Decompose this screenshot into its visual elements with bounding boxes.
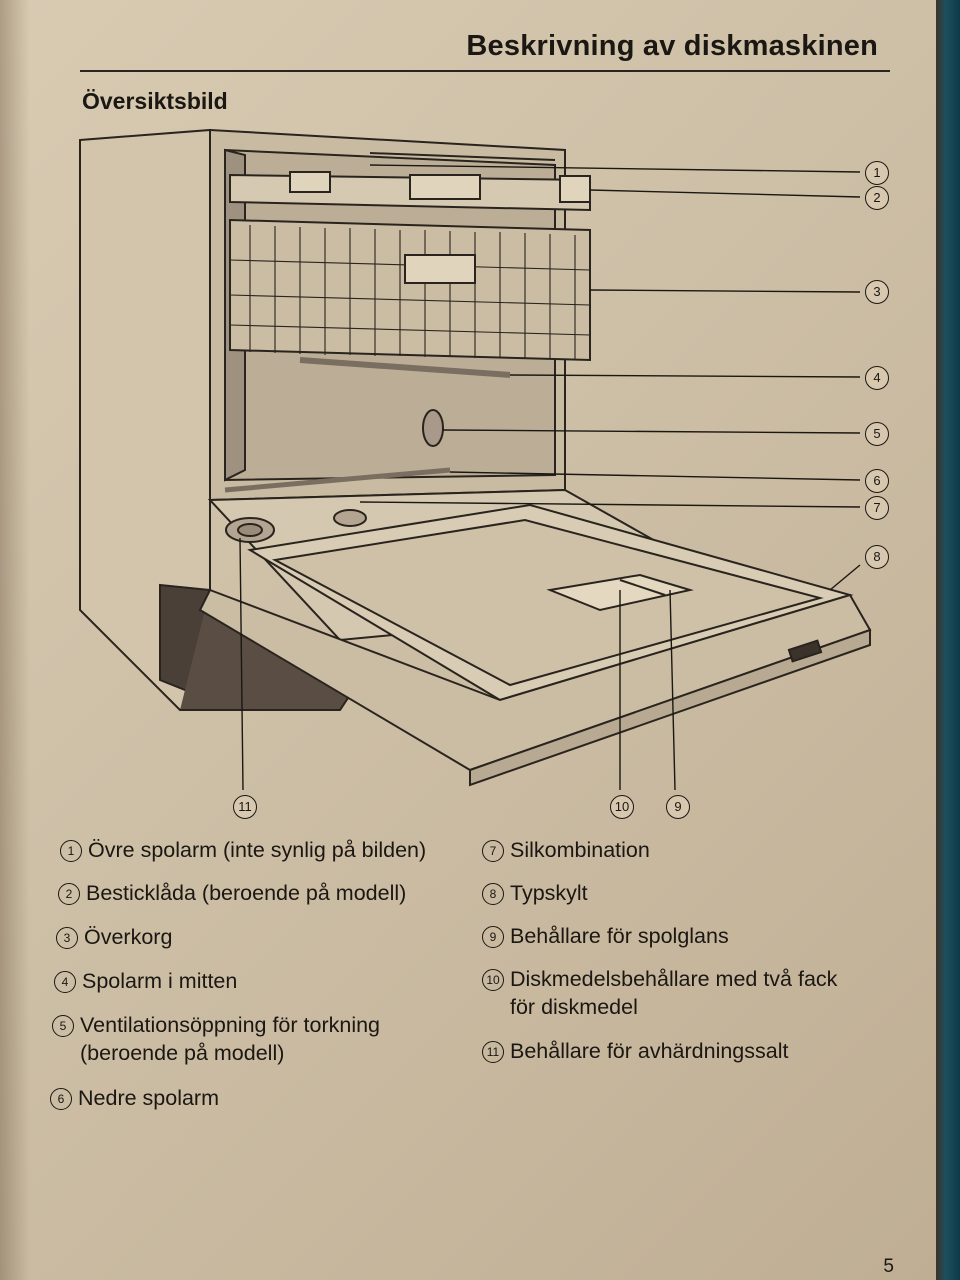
page-number: 5 xyxy=(883,1256,894,1277)
legend-number: 10 xyxy=(482,969,504,991)
legend-line-1: Ventilationsöppning för torkning xyxy=(80,1013,381,1037)
callout-2: 2 xyxy=(865,186,889,210)
legend-text: Behållare för spolglans xyxy=(510,924,729,948)
legend-text: Diskmedelsbehållare med två fack för disk… xyxy=(510,965,837,1021)
legend-item-1: 1 Övre spolarm (inte synlig på bilden) xyxy=(60,836,426,864)
legend-text: Silkombination xyxy=(510,838,650,862)
callout-7: 7 xyxy=(865,496,889,520)
callout-6: 6 xyxy=(865,469,889,493)
legend-text: Behållare för avhärdningssalt xyxy=(510,1039,789,1063)
legend-number: 5 xyxy=(52,1015,74,1037)
legend-item-4: 4 Spolarm i mitten xyxy=(54,967,237,995)
page-header-title: Beskrivning av diskmaskinen xyxy=(466,30,878,62)
callout-1: 1 xyxy=(865,161,889,185)
page-fold-shadow xyxy=(0,0,30,1280)
legend-text: Ventilationsöppning för torkning (beroend… xyxy=(80,1011,380,1067)
legend-line-2: för diskmedel xyxy=(510,995,638,1019)
legend-item-6: 6 Nedre spolarm xyxy=(50,1084,219,1112)
legend-number: 7 xyxy=(482,840,504,862)
legend-text: Nedre spolarm xyxy=(78,1086,219,1110)
header-divider xyxy=(80,70,890,72)
legend-number: 4 xyxy=(54,971,76,993)
section-title: Översiktsbild xyxy=(82,88,228,114)
legend-item-2: 2 Besticklåda (beroende på modell) xyxy=(58,879,406,907)
callout-4: 4 xyxy=(865,366,889,390)
legend-number: 6 xyxy=(50,1088,72,1110)
legend-number: 1 xyxy=(60,840,82,862)
legend-item-5: 5 Ventilationsöppning för torkning (beroen… xyxy=(52,1011,380,1067)
dishwasher-illustration xyxy=(79,128,872,791)
legend-number: 11 xyxy=(482,1041,504,1063)
legend-text: Besticklåda (beroende på modell) xyxy=(86,881,407,905)
callout-3: 3 xyxy=(865,280,889,304)
legend-text: Spolarm i mitten xyxy=(82,969,238,993)
legend-number: 8 xyxy=(482,883,504,905)
legend-text: Övre spolarm (inte synlig på bilden) xyxy=(88,838,427,862)
callout-10: 10 xyxy=(610,795,634,819)
legend-line-1: Diskmedelsbehållare med två fack xyxy=(510,967,838,991)
callout-11: 11 xyxy=(233,795,257,819)
legend-number: 3 xyxy=(56,927,78,949)
legend-item-8: 8 Typskylt xyxy=(482,879,588,907)
background-surface xyxy=(936,0,960,1280)
callout-9: 9 xyxy=(666,795,690,819)
legend-item-10: 10 Diskmedelsbehållare med två fack för di… xyxy=(482,965,837,1021)
legend-line-2: (beroende på modell) xyxy=(80,1041,285,1065)
legend-number: 9 xyxy=(482,926,504,948)
callout-5: 5 xyxy=(865,422,889,446)
legend-item-3: 3 Överkorg xyxy=(56,923,172,951)
legend-item-11: 11 Behållare för avhärdningssalt xyxy=(482,1037,788,1065)
callout-8: 8 xyxy=(865,545,889,569)
legend-number: 2 xyxy=(58,883,80,905)
legend-text: Överkorg xyxy=(84,925,173,949)
legend-item-7: 7 Silkombination xyxy=(482,836,650,864)
legend-item-9: 9 Behållare för spolglans xyxy=(482,922,729,950)
legend-text: Typskylt xyxy=(510,881,588,905)
